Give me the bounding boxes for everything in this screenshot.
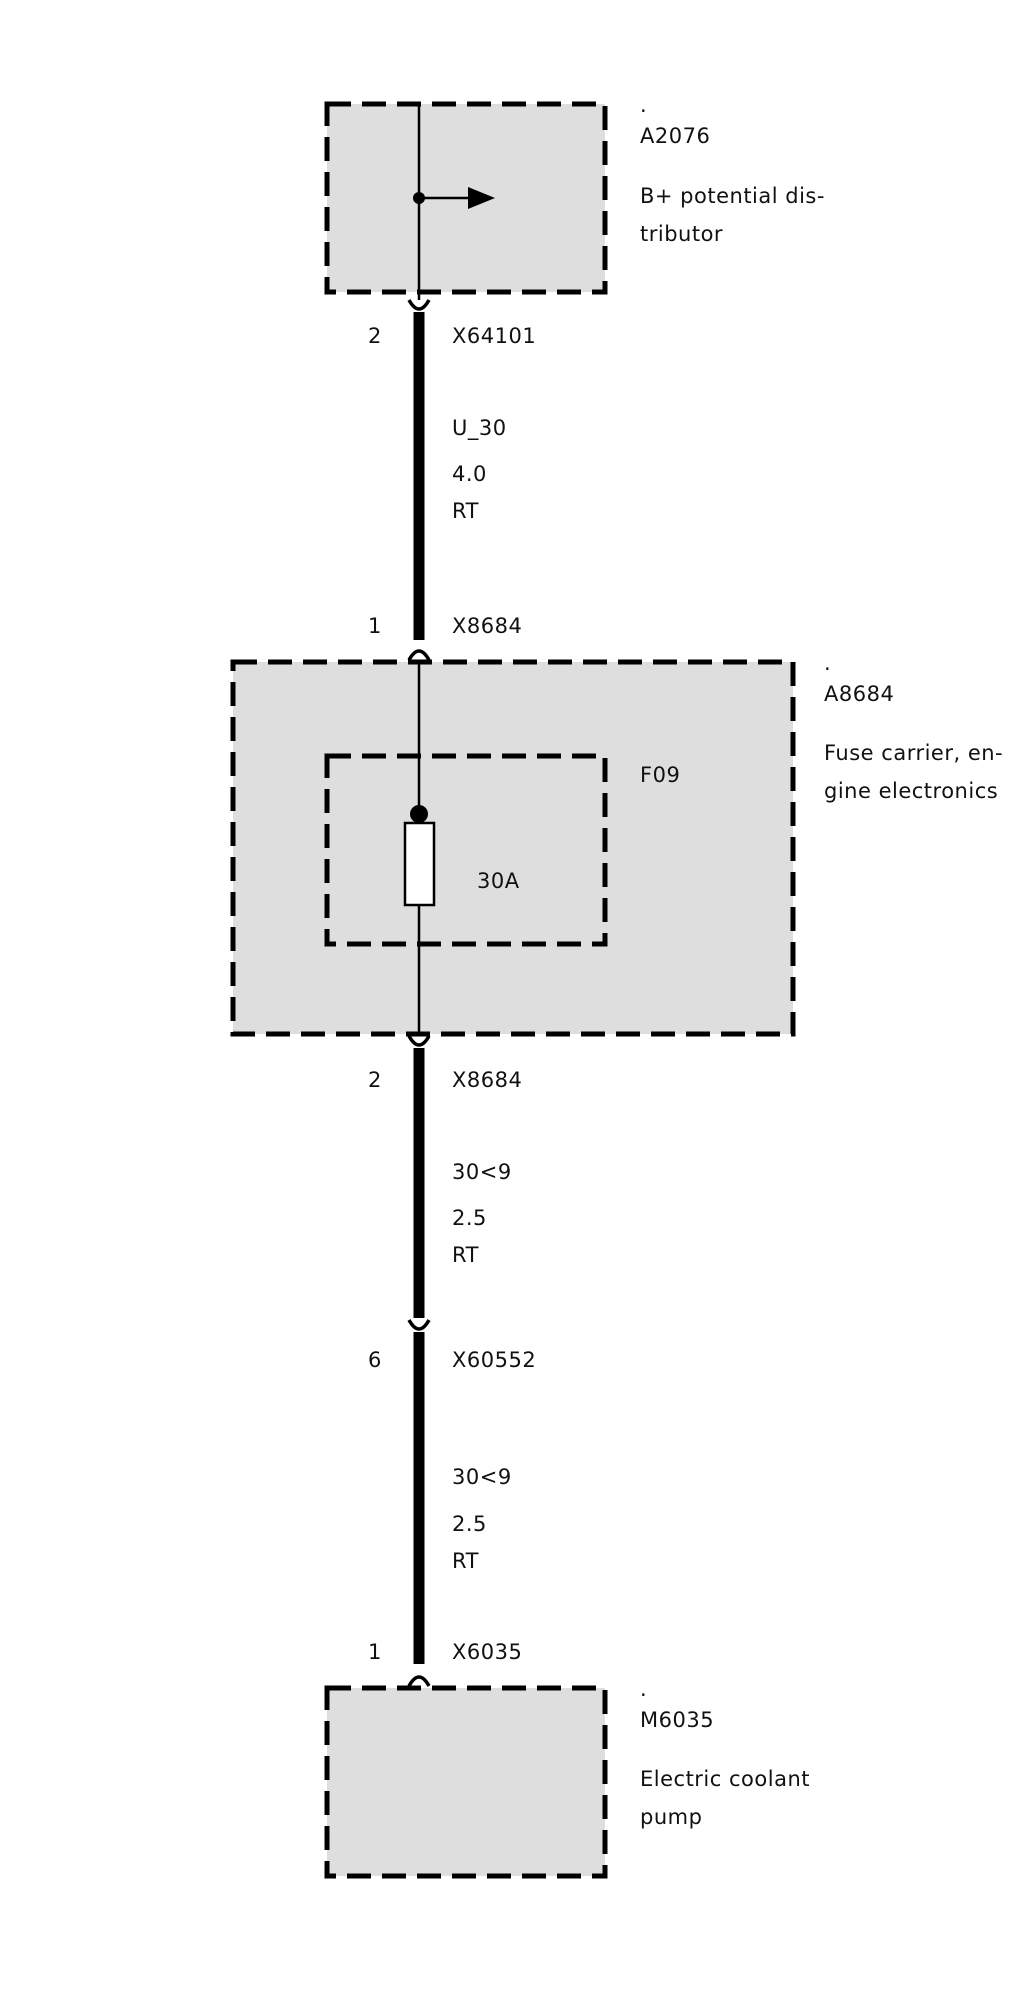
f09-box: [324, 753, 608, 947]
m6035-id: M6035: [640, 1708, 714, 1732]
a8684-desc-line1: Fuse carrier, en-: [824, 741, 1003, 765]
m6035-desc-line1: Electric coolant: [640, 1767, 810, 1791]
connector-x8684-out: 2 X8684: [368, 1035, 522, 1092]
output-arrow-icon: [468, 187, 495, 209]
connector-hook-icon: [407, 649, 431, 661]
x60552-pin: 6: [368, 1348, 382, 1372]
wire-2-color: RT: [452, 1243, 479, 1267]
x6035-name: X6035: [452, 1640, 522, 1664]
connector-hook-icon: [407, 1675, 431, 1687]
connector-hook-icon: [407, 1035, 431, 1047]
wire-3: 30<9 2.5 RT: [413, 1332, 512, 1664]
a2076-desc-line2: tributor: [640, 222, 723, 246]
connector-x60552: 6 X60552: [368, 1319, 536, 1372]
a8684-dot: .: [824, 651, 831, 675]
wire-1: U_30 4.0 RT: [413, 312, 507, 640]
x6035-pin: 1: [368, 1640, 382, 1664]
fuse-junction-dot: [410, 805, 428, 823]
connector-x8684-in: 1 X8684: [368, 614, 522, 661]
x60552-name: X60552: [452, 1348, 536, 1372]
x8684-in-pin: 1: [368, 614, 382, 638]
m6035-dot: .: [640, 1677, 647, 1701]
wire-1-color: RT: [452, 499, 479, 523]
component-a2076: . A2076 B+ potential dis- tributor: [324, 93, 825, 300]
fuse-icon: [403, 821, 436, 907]
x64101-pin: 2: [368, 324, 382, 348]
a8684-id: A8684: [824, 682, 894, 706]
a2076-dot: .: [640, 93, 647, 117]
x8684-out-name: X8684: [452, 1068, 522, 1092]
a2076-desc-line1: B+ potential dis-: [640, 184, 825, 208]
x64101-name: X64101: [452, 324, 536, 348]
wire-2-signal: 30<9: [452, 1160, 512, 1184]
a2076-id: A2076: [640, 124, 710, 148]
wire-3-color: RT: [452, 1549, 479, 1573]
wire-3-size: 2.5: [452, 1512, 487, 1536]
connector-x64101: 2 X64101: [368, 299, 536, 348]
wire-2-size: 2.5: [452, 1206, 487, 1230]
a8684-box: [230, 659, 796, 1037]
connector-hook-icon: [407, 1319, 431, 1331]
a8684-desc-line2: gine electronics: [824, 779, 998, 803]
f09-id: F09: [640, 763, 680, 787]
component-a8684: . A8684 Fuse carrier, en- gine electroni…: [230, 651, 1003, 1037]
wire-2: 30<9 2.5 RT: [413, 1048, 512, 1318]
x8684-out-pin: 2: [368, 1068, 382, 1092]
m6035-box: [324, 1685, 608, 1879]
wire-1-signal: U_30: [452, 416, 507, 441]
wire-1-size: 4.0: [452, 462, 487, 486]
x8684-in-name: X8684: [452, 614, 522, 638]
f09-rating: 30A: [477, 869, 520, 893]
connector-hook-icon: [407, 299, 431, 311]
connector-x6035: 1 X6035: [368, 1640, 522, 1687]
component-m6035: . M6035 Electric coolant pump: [324, 1677, 810, 1879]
wire-3-signal: 30<9: [452, 1465, 512, 1489]
m6035-desc-line2: pump: [640, 1805, 702, 1829]
